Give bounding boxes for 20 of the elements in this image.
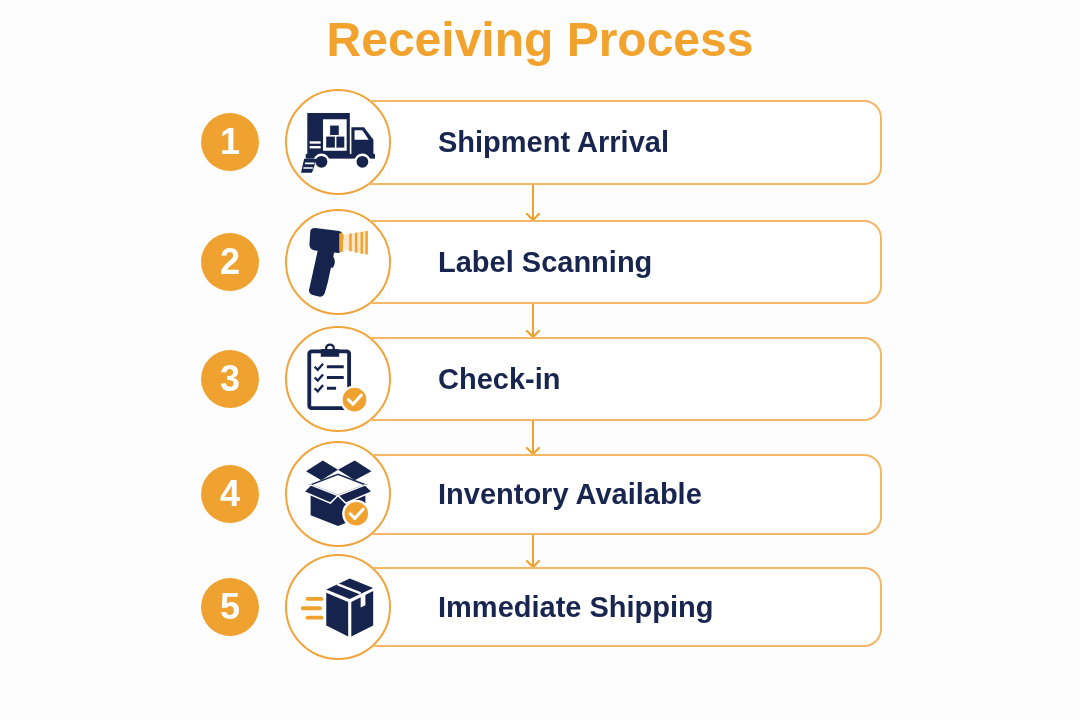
step-number: 4 — [201, 465, 259, 523]
step-number: 1 — [201, 113, 259, 171]
step-card — [391, 454, 882, 535]
step-card — [391, 100, 882, 185]
arrow — [525, 420, 541, 456]
step-label: Label Scanning — [438, 244, 653, 280]
step-card — [391, 567, 882, 647]
title: Receiving Process — [326, 12, 754, 68]
step-number: 2 — [201, 233, 259, 291]
arrow — [525, 303, 541, 339]
step-label: Check-in — [438, 361, 561, 397]
step-number: 5 — [201, 578, 259, 636]
step-card — [391, 337, 882, 421]
step-card — [391, 220, 882, 304]
step-number: 3 — [201, 350, 259, 408]
arrow — [525, 184, 541, 222]
step-label: Immediate Shipping — [438, 589, 714, 625]
step-label: Inventory Available — [438, 477, 702, 512]
step-label: Shipment Arrival — [438, 125, 669, 160]
arrow — [525, 534, 541, 569]
